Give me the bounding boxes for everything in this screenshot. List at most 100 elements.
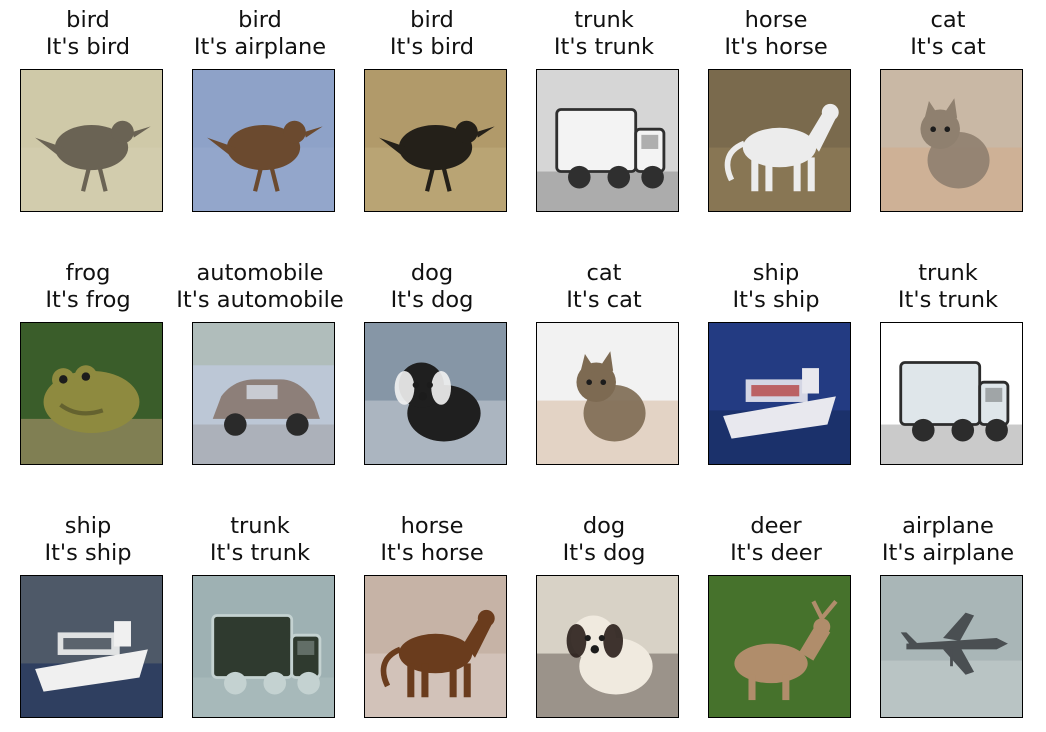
truck-icon <box>193 576 334 717</box>
predicted-label: It's cat <box>910 34 986 60</box>
predicted-label: It's trunk <box>897 287 999 313</box>
image-thumbnail <box>880 69 1023 212</box>
true-label: ship <box>64 513 112 539</box>
true-label: dog <box>582 513 626 539</box>
bird-icon <box>193 70 334 211</box>
image-thumbnail <box>880 575 1023 718</box>
ship-icon <box>21 576 162 717</box>
predicted-label: It's trunk <box>209 540 311 566</box>
image-thumbnail <box>192 69 335 212</box>
truck-icon <box>881 323 1022 464</box>
image-thumbnail <box>708 69 851 212</box>
bird-icon <box>365 70 506 211</box>
horse-icon <box>365 576 506 717</box>
deer-icon <box>709 576 850 717</box>
image-thumbnail <box>364 575 507 718</box>
truck-icon <box>537 70 678 211</box>
true-label: trunk <box>574 7 634 33</box>
dog-icon <box>537 576 678 717</box>
predicted-label: It's bird <box>389 34 475 60</box>
true-label: ship <box>752 260 800 286</box>
predicted-label: It's bird <box>45 34 131 60</box>
predicted-label: It's deer <box>730 540 822 566</box>
image-thumbnail <box>880 322 1023 465</box>
predicted-label: It's ship <box>732 287 820 313</box>
image-thumbnail <box>20 575 163 718</box>
true-label: trunk <box>918 260 978 286</box>
image-thumbnail <box>20 322 163 465</box>
predicted-label: It's frog <box>45 287 131 313</box>
predicted-label: It's ship <box>44 540 132 566</box>
true-label: cat <box>930 7 966 33</box>
predicted-label: It's airplane <box>193 34 327 60</box>
image-thumbnail <box>192 575 335 718</box>
ship-icon <box>709 323 850 464</box>
true-label: trunk <box>230 513 290 539</box>
predicted-label: It's airplane <box>881 540 1015 566</box>
cat-icon <box>537 323 678 464</box>
image-thumbnail <box>364 322 507 465</box>
predicted-label: It's horse <box>724 34 828 60</box>
predicted-label: It's dog <box>390 287 474 313</box>
true-label: dog <box>410 260 454 286</box>
true-label: cat <box>586 260 622 286</box>
true-label: bird <box>410 7 454 33</box>
true-label: airplane <box>902 513 994 539</box>
image-thumbnail <box>536 69 679 212</box>
predicted-label: It's trunk <box>553 34 655 60</box>
car-icon <box>193 323 334 464</box>
true-label: deer <box>750 513 802 539</box>
bird-icon <box>21 70 162 211</box>
true-label: bird <box>238 7 282 33</box>
true-label: automobile <box>196 260 324 286</box>
cat-icon <box>881 70 1022 211</box>
image-thumbnail <box>536 575 679 718</box>
predicted-label: It's cat <box>566 287 642 313</box>
true-label: frog <box>65 260 111 286</box>
dog-icon <box>365 323 506 464</box>
image-thumbnail <box>708 322 851 465</box>
image-thumbnail <box>192 322 335 465</box>
image-thumbnail <box>364 69 507 212</box>
image-thumbnail <box>536 322 679 465</box>
predicted-label: It's dog <box>562 540 646 566</box>
predicted-label: It's automobile <box>176 287 344 313</box>
airplane-icon <box>881 576 1022 717</box>
horse-icon <box>709 70 850 211</box>
frog-icon <box>21 323 162 464</box>
